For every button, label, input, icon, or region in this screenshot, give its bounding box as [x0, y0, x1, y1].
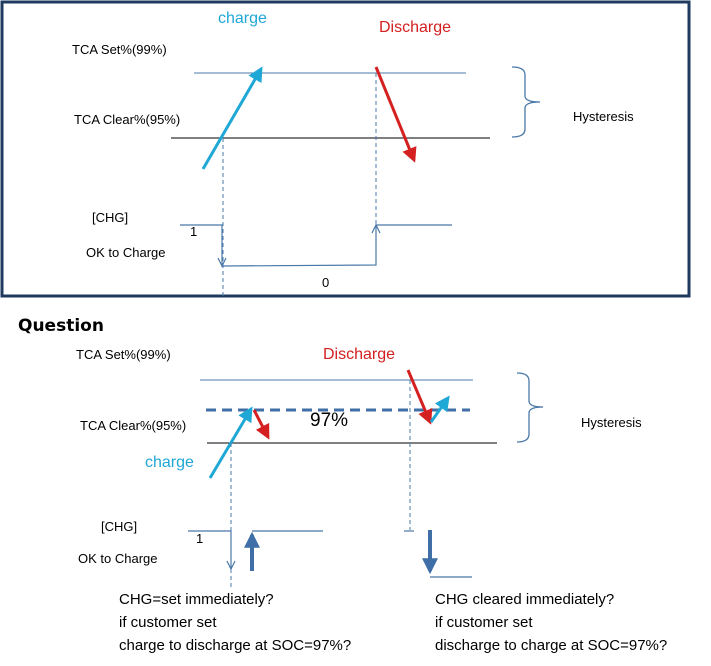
question-charge-label: charge — [145, 454, 194, 471]
top-clear-label: TCA Clear%(95%) — [74, 112, 180, 127]
top-hysteresis-label: Hysteresis — [573, 109, 634, 124]
left-caption-line-3: charge to discharge at SOC=97%? — [119, 637, 351, 654]
question-chg-signal-left — [188, 530, 232, 569]
top-charge-label: charge — [218, 10, 267, 27]
top-chg-label: [CHG] — [92, 210, 128, 225]
question-discharge-to-charge-arrow — [429, 395, 450, 423]
question-set-label: TCA Set%(99%) — [76, 347, 171, 362]
top-chg-signal — [180, 224, 452, 267]
question-discharge-label: Discharge — [323, 346, 395, 363]
left-caption-line-1: CHG=set immediately? — [119, 591, 274, 608]
question-signal-arrow-down — [226, 560, 236, 571]
question-hysteresis-brace — [516, 372, 544, 443]
right-caption-line-1: CHG cleared immediately? — [435, 591, 614, 608]
question-hysteresis-label: Hysteresis — [581, 415, 642, 430]
question-clear-label: TCA Clear%(95%) — [80, 418, 186, 433]
top-ok-label: OK to Charge — [86, 245, 166, 260]
top-set-label: TCA Set%(99%) — [72, 42, 167, 57]
top-discharge-label: Discharge — [379, 19, 451, 36]
top-level-zero: 0 — [322, 275, 329, 290]
top-panel-frame — [0, 0, 691, 298]
left-caption-line-2: if customer set — [119, 614, 217, 631]
question-soc-label: 97% — [310, 410, 348, 431]
question-level-one: 1 — [196, 531, 203, 546]
top-level-one: 1 — [190, 224, 197, 239]
question-chg-label: [CHG] — [101, 519, 137, 534]
right-caption-line-3: discharge to charge at SOC=97%? — [435, 637, 667, 654]
top-discharge-arrow — [374, 66, 417, 163]
question-ok-label: OK to Charge — [78, 551, 158, 566]
question-discharge-arrow — [406, 369, 433, 425]
top-signal-arrow-up — [371, 223, 381, 234]
top-signal-arrow-down — [217, 257, 227, 268]
top-charge-arrow — [201, 66, 263, 170]
question-charge-to-discharge-arrow — [252, 409, 270, 440]
right-caption-line-2: if customer set — [435, 614, 533, 631]
top-hysteresis-brace — [511, 66, 541, 138]
question-heading: Question — [18, 316, 104, 336]
